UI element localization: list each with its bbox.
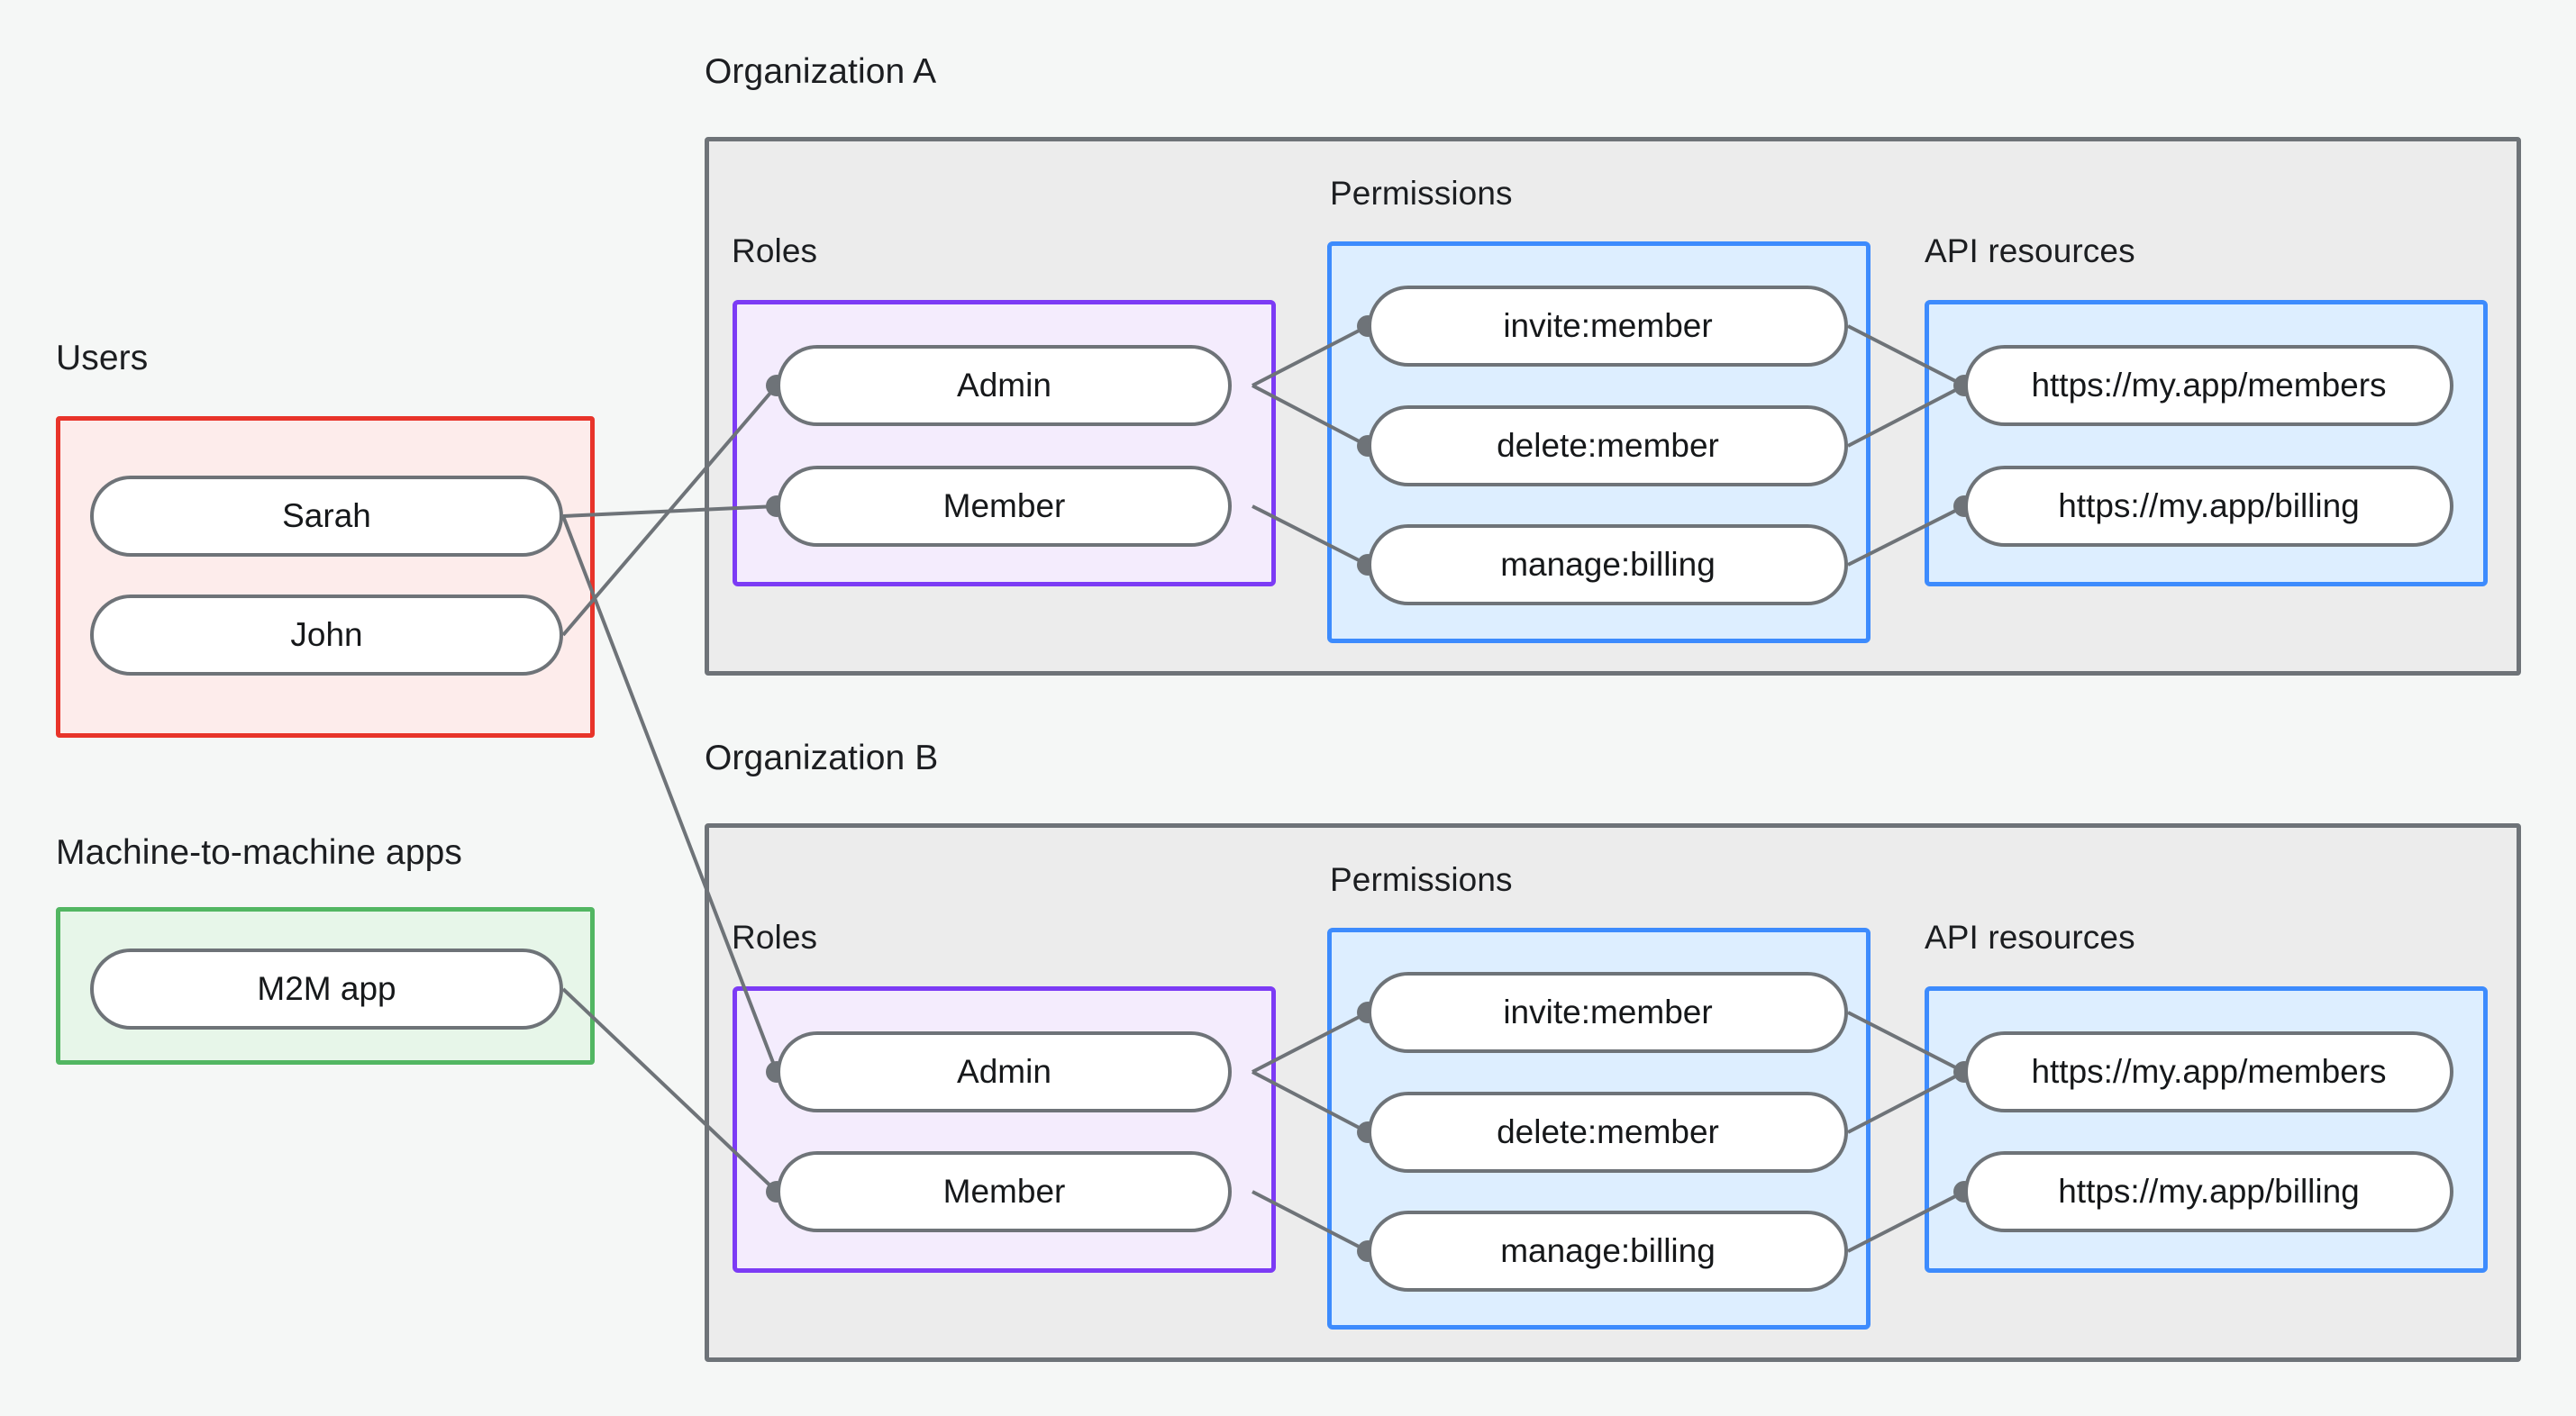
user-node-sarah[interactable]: Sarah (90, 476, 563, 557)
org-a-permissions-label: Permissions (1330, 175, 1513, 212)
org-b-permissions-label: Permissions (1330, 861, 1513, 898)
org-b-roles-label: Roles (732, 919, 818, 956)
role-node-org-a-member[interactable]: Member (777, 466, 1232, 547)
permission-node-org-a-invite-member[interactable]: invite:member (1368, 286, 1848, 367)
api-node-org-b-billing[interactable]: https://my.app/billing (1964, 1151, 2453, 1232)
permission-node-org-a-delete-member[interactable]: delete:member (1368, 405, 1848, 486)
users-title: Users (56, 339, 149, 377)
permission-node-org-b-invite-member[interactable]: invite:member (1368, 972, 1848, 1053)
org-a-roles-label: Roles (732, 232, 818, 269)
org-a-api-label: API resources (1925, 232, 2135, 269)
api-node-org-a-members[interactable]: https://my.app/members (1964, 345, 2453, 426)
permission-node-org-a-manage-billing[interactable]: manage:billing (1368, 524, 1848, 605)
role-node-org-a-admin[interactable]: Admin (777, 345, 1232, 426)
m2m-title: Machine-to-machine apps (56, 833, 463, 872)
users-container (56, 416, 595, 738)
permission-node-org-b-manage-billing[interactable]: manage:billing (1368, 1211, 1848, 1292)
org-a-title: Organization A (705, 52, 937, 91)
permission-node-org-b-delete-member[interactable]: delete:member (1368, 1092, 1848, 1173)
api-node-org-a-billing[interactable]: https://my.app/billing (1964, 466, 2453, 547)
role-node-org-b-admin[interactable]: Admin (777, 1031, 1232, 1112)
org-b-title: Organization B (705, 739, 939, 777)
m2m-node-m2m-app[interactable]: M2M app (90, 949, 563, 1030)
org-b-api-label: API resources (1925, 919, 2135, 956)
user-node-john[interactable]: John (90, 595, 563, 676)
role-node-org-b-member[interactable]: Member (777, 1151, 1232, 1232)
api-node-org-b-members[interactable]: https://my.app/members (1964, 1031, 2453, 1112)
